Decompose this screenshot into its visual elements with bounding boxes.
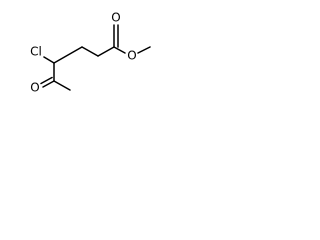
bond-c4-c3 xyxy=(53,46,83,64)
bond-c2-c1 xyxy=(97,46,115,57)
bond-c5-o-ketone-a xyxy=(42,80,55,88)
ester-oxygen-label: O xyxy=(127,49,136,63)
atom-label-group: Cl O O O xyxy=(30,11,137,95)
chlorine-label: Cl xyxy=(30,45,42,59)
bond-c3-c2 xyxy=(81,46,99,57)
bond-o-methyl xyxy=(137,46,151,54)
bond-c4-cl xyxy=(43,56,55,64)
carbonyl-oxygen-label: O xyxy=(111,11,120,25)
bond-c1-o-ester xyxy=(113,46,126,54)
molecular-structure: Cl O O O xyxy=(30,11,151,95)
bond-c6-c5 xyxy=(53,80,71,91)
bond-c5-o-ketone-b xyxy=(40,76,53,85)
ketone-oxygen-label: O xyxy=(30,81,39,95)
bond-group xyxy=(40,24,151,91)
